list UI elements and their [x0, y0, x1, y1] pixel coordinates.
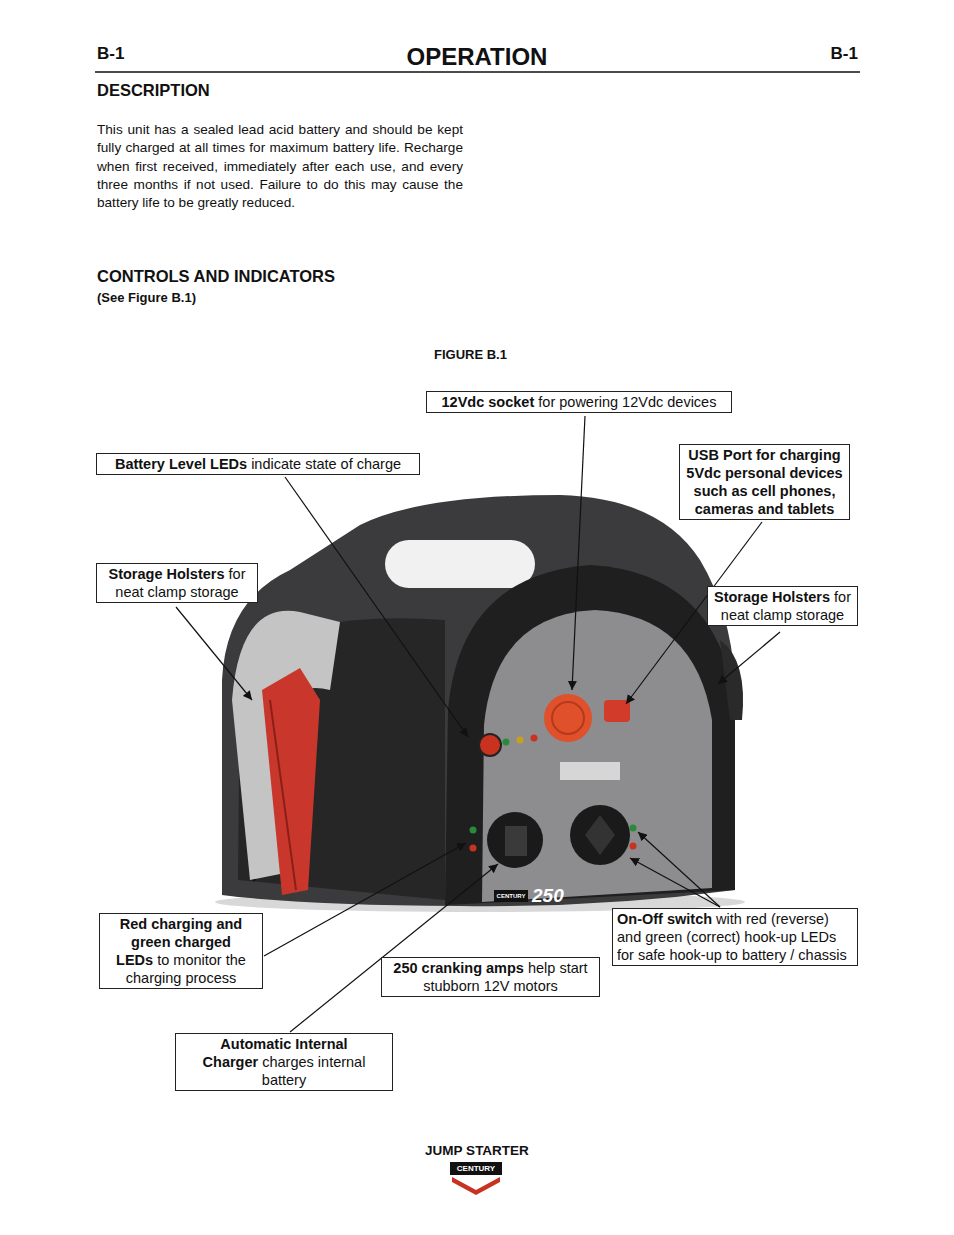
- callout-box: Automatic Internal Chargercharges intern…: [175, 1033, 393, 1091]
- callout-heading: USB Port for charging 5Vdc personal devi…: [686, 447, 842, 517]
- callout-box: Storage Holstersfor neat clamp storage: [707, 586, 858, 626]
- callout-heading: Storage Holsters: [108, 566, 224, 582]
- figure-caption: FIGURE B.1: [434, 347, 507, 362]
- body-paragraph: This unit has a sealed lead acid battery…: [97, 121, 463, 212]
- callout-heading: 250 cranking amps: [393, 960, 524, 976]
- callout-box: 250 cranking ampshelp start stubborn 12V…: [381, 957, 600, 997]
- footer-text: JUMP STARTER: [0, 1143, 954, 1158]
- callout-box: Red charging and green charged LEDsto mo…: [99, 913, 263, 989]
- callout-heading: Storage Holsters: [714, 589, 830, 605]
- brand-mark: CENTURY: [494, 892, 528, 900]
- device: [215, 495, 745, 912]
- page-number: B-1: [831, 44, 858, 64]
- brand-mark: CENTURY: [450, 1164, 502, 1174]
- callout-text: for powering 12Vdc devices: [538, 394, 716, 410]
- callout-box: On-Off switchwith red (reverse) and gree…: [612, 908, 858, 966]
- callout-text: charges internal battery: [262, 1054, 366, 1088]
- callout-box: Battery Level LEDsindicate state of char…: [96, 453, 420, 475]
- callout-heading: 12Vdc socket: [442, 394, 535, 410]
- header-rule: [95, 71, 860, 73]
- page-title: OPERATION: [0, 43, 954, 71]
- callout-text: indicate state of charge: [251, 456, 401, 472]
- page-number: B-1: [97, 44, 124, 64]
- callout-box: 12Vdc socketfor powering 12Vdc devices: [426, 391, 732, 413]
- figure-reference: (See Figure B.1): [97, 290, 196, 305]
- callout-box: USB Port for charging 5Vdc personal devi…: [679, 444, 850, 520]
- callout-heading: Battery Level LEDs: [115, 456, 247, 472]
- section-heading: DESCRIPTION: [97, 81, 210, 100]
- brand-logo: [450, 1162, 502, 1195]
- callout-box: Storage Holstersfor neat clamp storage: [96, 563, 258, 603]
- section-heading: CONTROLS AND INDICATORS: [97, 267, 335, 286]
- callout-heading: On-Off switch: [617, 911, 712, 927]
- device-marking: 250: [532, 885, 564, 907]
